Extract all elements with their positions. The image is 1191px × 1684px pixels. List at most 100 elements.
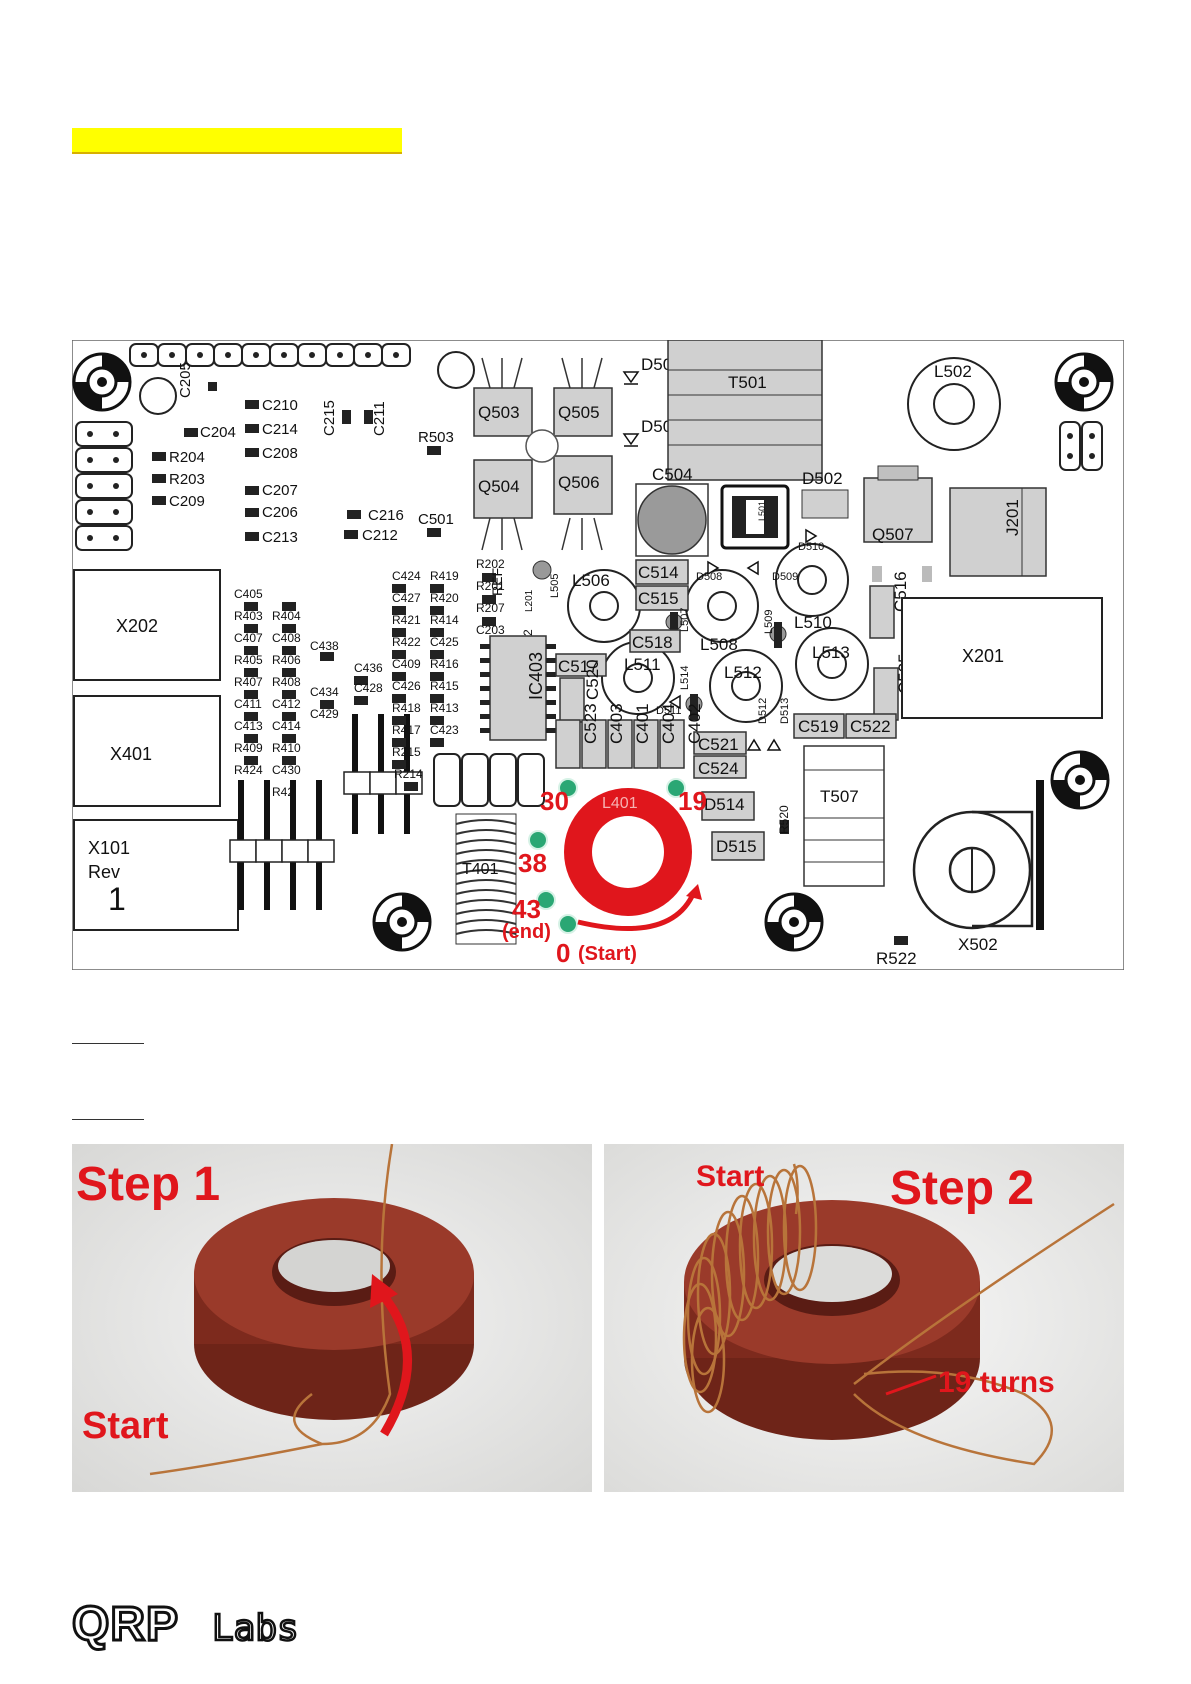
mounting-hole-tr (1054, 352, 1114, 412)
svg-text:C504: C504 (652, 465, 693, 484)
svg-text:C401: C401 (633, 703, 652, 744)
svg-text:C523: C523 (581, 703, 600, 744)
svg-text:R409: R409 (234, 741, 263, 755)
svg-text:R214: R214 (394, 767, 423, 781)
svg-text:X101: X101 (88, 838, 130, 858)
svg-text:R203: R203 (169, 471, 205, 488)
svg-text:C425: C425 (430, 635, 459, 649)
svg-text:R424: R424 (234, 763, 263, 777)
svg-text:R42: R42 (272, 785, 294, 799)
svg-text:D513: D513 (779, 698, 791, 724)
svg-text:R522: R522 (876, 949, 917, 968)
svg-text:R418: R418 (392, 701, 421, 715)
svg-text:T501: T501 (728, 373, 767, 392)
header-pins-left (75, 421, 133, 551)
svg-text:D510: D510 (798, 541, 824, 553)
svg-text:(Start): (Start) (578, 943, 637, 965)
svg-text:D508: D508 (696, 571, 722, 583)
header-pins-top (129, 343, 411, 367)
svg-text:R405: R405 (234, 653, 263, 667)
svg-text:R207: R207 (476, 601, 505, 615)
svg-text:C423: C423 (430, 723, 459, 737)
svg-text:R406: R406 (272, 653, 301, 667)
logo-qrp: QRP (72, 1598, 179, 1651)
svg-text:C429: C429 (310, 707, 339, 721)
svg-text:L514: L514 (679, 666, 691, 690)
transformer-t401: T401 (455, 813, 517, 945)
svg-text:R410: R410 (272, 741, 301, 755)
photo-step-1: Step 1 Start (72, 1144, 592, 1492)
svg-text:C405: C405 (234, 587, 263, 601)
svg-text:D514: D514 (704, 795, 745, 814)
svg-text:X201: X201 (962, 646, 1004, 666)
svg-text:C211: C211 (371, 401, 388, 436)
svg-text:D502: D502 (802, 469, 843, 488)
svg-text:Q506: Q506 (558, 473, 600, 492)
svg-text:L201: L201 (524, 589, 535, 612)
highlighted-heading-bar (72, 128, 402, 154)
step2-turns-label: 19 turns (938, 1366, 1055, 1399)
step1-label: Step 1 (76, 1158, 220, 1211)
svg-text:R421: R421 (392, 613, 421, 627)
svg-text:Q507: Q507 (872, 525, 914, 544)
svg-text:C212: C212 (362, 527, 398, 544)
svg-text:C524: C524 (698, 759, 739, 778)
svg-text:R414: R414 (430, 613, 459, 627)
svg-text:C205: C205 (177, 362, 194, 398)
svg-text:C519: C519 (798, 717, 839, 736)
svg-text:R404: R404 (272, 609, 301, 623)
pcb-layout-diagram: C205 C210 C214 C208 C204 R204 R203 C209 … (72, 340, 1124, 970)
mounting-hole-center (764, 892, 824, 952)
svg-text:R422: R422 (392, 635, 421, 649)
svg-text:C515: C515 (638, 589, 679, 608)
svg-text:R417: R417 (392, 723, 421, 737)
transformer-t501: T501 (667, 340, 823, 481)
svg-text:L502: L502 (934, 362, 972, 381)
ic403: IC403 (480, 635, 556, 741)
svg-text:C402: C402 (685, 703, 704, 744)
step2-start-label: Start (696, 1160, 764, 1193)
svg-text:D509: D509 (772, 571, 798, 583)
qrp-labs-logo: QRP Labs (71, 1597, 332, 1658)
svg-text:C409: C409 (392, 657, 421, 671)
svg-text:C408: C408 (272, 631, 301, 645)
step1-start-label: Start (82, 1405, 169, 1447)
svg-text:J201: J201 (1003, 499, 1022, 536)
svg-text:43: 43 (512, 894, 541, 924)
svg-text:C403: C403 (607, 703, 626, 744)
svg-text:C426: C426 (392, 679, 421, 693)
svg-text:R520: R520 (777, 805, 791, 834)
svg-text:C438: C438 (310, 639, 339, 653)
svg-text:X202: X202 (116, 616, 158, 636)
svg-text:Q504: Q504 (478, 477, 520, 496)
svg-text:IC403: IC403 (526, 652, 546, 700)
svg-text:0: 0 (556, 938, 570, 968)
svg-text:Rev: Rev (88, 862, 120, 882)
svg-text:R201: R201 (476, 579, 505, 593)
mounting-hole-mid (372, 892, 432, 952)
x502-connector: X502 (912, 780, 1044, 954)
svg-text:C434: C434 (310, 685, 339, 699)
svg-text:L401: L401 (602, 795, 638, 812)
svg-text:L510: L510 (794, 613, 832, 632)
svg-text:R503: R503 (418, 429, 454, 446)
svg-text:C407: C407 (234, 631, 263, 645)
svg-text:R413: R413 (430, 701, 459, 715)
svg-text:C436: C436 (354, 661, 383, 675)
svg-text:C424: C424 (392, 569, 421, 583)
svg-text:C521: C521 (698, 735, 739, 754)
svg-text:C522: C522 (850, 717, 891, 736)
svg-text:R415: R415 (430, 679, 459, 693)
logo-labs: Labs (212, 1608, 299, 1649)
svg-text:1: 1 (108, 881, 126, 917)
svg-text:R403: R403 (234, 609, 263, 623)
svg-text:L501: L501 (757, 501, 767, 521)
svg-text:T401: T401 (462, 861, 499, 878)
svg-text:Q503: Q503 (478, 403, 520, 422)
l401-toroid-highlight: L401 30 19 38 43 (end) 0 (Start) (502, 778, 707, 968)
svg-text:L511: L511 (624, 655, 661, 674)
svg-text:R408: R408 (272, 675, 301, 689)
svg-text:L513: L513 (812, 643, 850, 662)
svg-text:R407: R407 (234, 675, 263, 689)
svg-text:R204: R204 (169, 449, 205, 466)
